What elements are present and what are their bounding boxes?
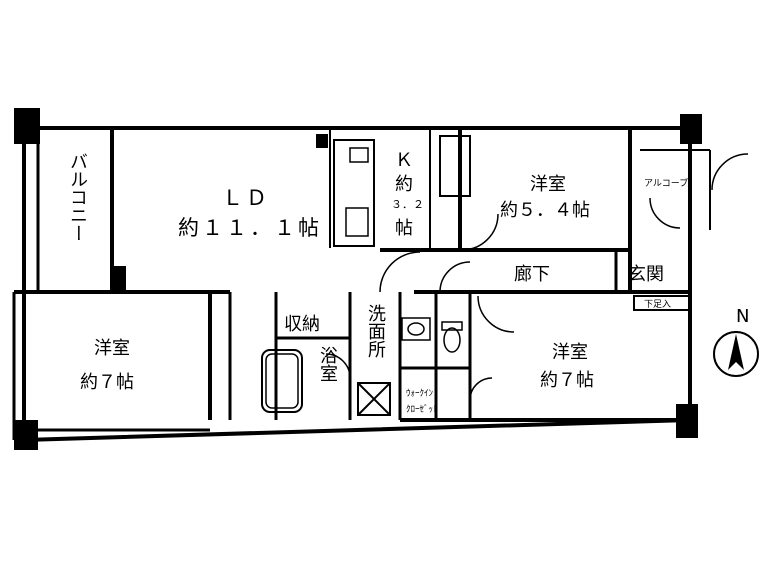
room-w-size: 約７帖 (80, 372, 134, 393)
wic-label-2: ｸﾛｰｾﾞｯﾄ (406, 405, 438, 415)
entrance-label: 玄関 (628, 264, 664, 285)
kitchen-label: Ｋ (395, 150, 413, 171)
column-ne (680, 114, 702, 144)
kitchen-size-unit: 帖 (395, 218, 413, 239)
shoe-storage-label: 下足入 (644, 300, 672, 310)
kitchen-size-prefix: 約 (395, 174, 413, 195)
room-ne-label: 洋室 (530, 174, 566, 195)
balcony-label: バルコニー (67, 152, 88, 242)
ld-label: ＬＤ (222, 186, 270, 210)
room-w-label: 洋室 (94, 338, 130, 359)
bathroom-label: 浴室 (317, 346, 338, 382)
compass-north-label: N (736, 306, 750, 327)
washroom-label: 洗面所 (365, 304, 386, 358)
storage-label: 収納 (284, 314, 320, 335)
ld-size: 約１１．１帖 (178, 216, 322, 240)
column-nw (14, 108, 40, 144)
wic-label-1: ｳｫｰｸｲﾝ (406, 389, 434, 399)
alcove-label: アルコーブ (644, 179, 689, 189)
outer-wall (22, 126, 692, 442)
room-ne-size: 約５．４帖 (500, 200, 590, 221)
column-se (676, 404, 698, 438)
column-sw (14, 420, 38, 450)
corridor-label: 廊下 (514, 264, 550, 285)
room-se-label: 洋室 (552, 342, 588, 363)
kitchen-size-value: ３．２ (391, 198, 424, 211)
room-se-size: 約７帖 (540, 370, 594, 391)
